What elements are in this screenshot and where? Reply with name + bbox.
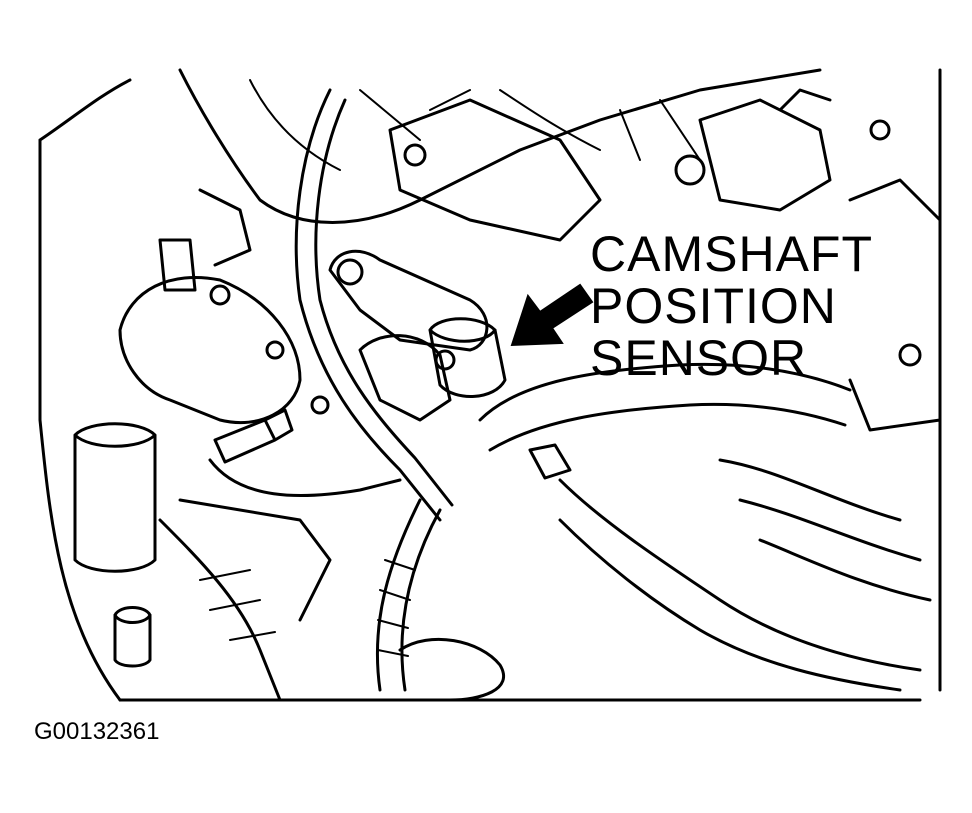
pump-bolt	[265, 340, 285, 360]
vacuum-tube	[294, 88, 442, 522]
lower-hose-edge	[558, 518, 902, 692]
bracket-bolt	[869, 119, 891, 141]
right-bracket	[698, 88, 832, 212]
sensor-mount-bracket	[328, 249, 489, 352]
cover-bolt	[403, 143, 427, 167]
illustration-border-left	[38, 78, 132, 702]
right-pipes	[718, 458, 932, 602]
bottom-component	[398, 637, 505, 702]
callout-line-1: CAMSHAFT	[590, 226, 873, 282]
lower-frame	[158, 498, 332, 702]
callout-line-3: SENSOR	[590, 330, 808, 386]
pump-bolt	[310, 395, 330, 415]
bracket-bolt	[898, 343, 922, 367]
lower-frame-lines	[199, 569, 276, 641]
engine-block-ribs	[249, 79, 701, 171]
post-cylinder	[73, 422, 157, 573]
sensor-callout-label: CAMSHAFT POSITION SENSOR	[590, 228, 873, 384]
hose-clamp	[528, 443, 572, 480]
wiring-harness	[208, 458, 422, 692]
wiring-harness-edge	[400, 508, 442, 692]
pump-housing	[118, 275, 302, 425]
sensor-bolt	[434, 349, 456, 371]
fitting	[213, 408, 294, 464]
lower-hose	[558, 478, 922, 672]
camshaft-position-sensor	[428, 317, 507, 398]
left-bracket	[158, 188, 252, 292]
pump-bolt	[209, 284, 231, 306]
callout-line-2: POSITION	[590, 278, 837, 334]
coolant-hose-edge	[488, 402, 847, 452]
right-housing	[848, 178, 942, 432]
mount-bolt	[336, 258, 364, 286]
coolant-hose	[478, 362, 852, 422]
harness-wraps	[377, 559, 416, 657]
sensor-connector	[358, 334, 452, 422]
cover-bolt	[674, 154, 706, 186]
valve-cover	[388, 98, 602, 242]
callout-arrow	[510, 283, 594, 347]
small-post	[113, 606, 152, 668]
figure-id: G00132361	[34, 718, 160, 745]
vacuum-tube-edge	[314, 98, 454, 507]
